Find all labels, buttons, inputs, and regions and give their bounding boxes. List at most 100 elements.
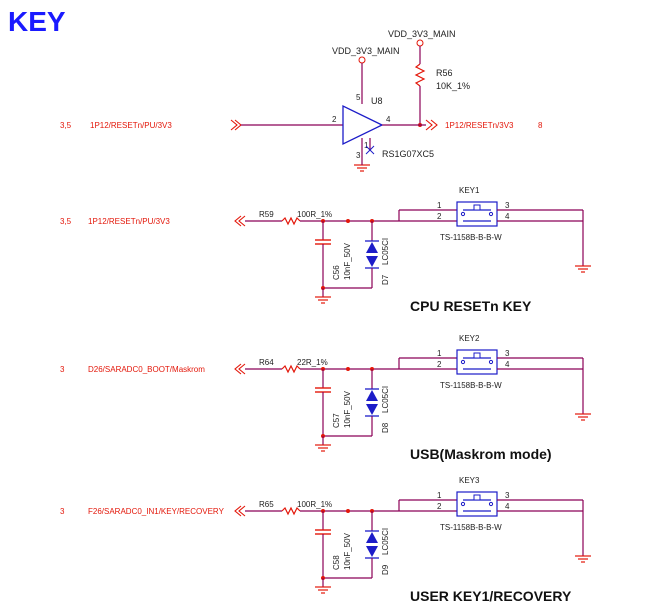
switch-terminal-2: [488, 359, 494, 365]
switch-pin-3: 3: [505, 491, 510, 500]
vdd-right-label: VDD_3V3_MAIN: [388, 29, 456, 39]
capacitor-ref: C57: [332, 413, 341, 428]
key-ref: KEY3: [459, 476, 480, 485]
net-label: 1P12/RESETn/PU/3V3: [88, 217, 170, 226]
resistor-ref: R59: [259, 210, 274, 219]
port-arrow: [234, 363, 242, 375]
port-arrow: [234, 505, 242, 517]
tvs-diode-upper: [366, 390, 378, 401]
pin-nc: 1: [364, 141, 369, 150]
switch-plunger: [473, 204, 481, 211]
resistor-value: 22R_1%: [297, 358, 328, 367]
resistor-value: 100R_1%: [297, 210, 332, 219]
r56-ref: R56: [436, 68, 453, 78]
tvs-diode-lower: [366, 256, 378, 267]
pin-vcc: 5: [356, 93, 361, 102]
section-caption: USB(Maskrom mode): [410, 446, 552, 462]
switch-plunger: [473, 494, 481, 501]
port-out-arrow: [425, 119, 433, 131]
switch-terminal-2: [488, 501, 494, 507]
capacitor-value: 10nF_50V: [343, 532, 352, 570]
switch-pin-1: 1: [437, 491, 442, 500]
sheet-ref: 3: [60, 507, 65, 516]
u8-part: RS1G07XC5: [382, 149, 434, 159]
capacitor-ref: C58: [332, 555, 341, 570]
vdd-left-label: VDD_3V3_MAIN: [332, 46, 400, 56]
switch-pin-1: 1: [437, 349, 442, 358]
switch-pin-3: 3: [505, 349, 510, 358]
r56-value: 10K_1%: [436, 81, 470, 91]
switch-pin-2: 2: [437, 502, 442, 511]
vdd-left-terminal: [358, 56, 366, 64]
net-label: F26/SARADC0_IN1/KEY/RECOVERY: [88, 507, 225, 516]
switch-terminal: [460, 501, 466, 507]
diode-ref: D7: [381, 274, 390, 285]
switch-terminal: [460, 211, 466, 217]
sheet-ref: 3: [60, 365, 65, 374]
switch-pin-2: 2: [437, 360, 442, 369]
diode-part: LC05CI: [381, 386, 390, 413]
junction-dot: [346, 509, 350, 513]
tvs-diode-upper: [366, 242, 378, 253]
series-resistor: [281, 506, 301, 516]
buffer-section: VDD_3V3_MAIN 5 VDD_3V3_MAIN R56 10K_1% 3…: [60, 29, 543, 172]
switch-terminal: [460, 359, 466, 365]
key-part: TS-1158B-B-B-W: [440, 233, 502, 242]
diode-ref: D9: [381, 564, 390, 575]
port-arrow: [234, 215, 242, 227]
diode-part: LC05CI: [381, 238, 390, 265]
port-in-arrow: [230, 119, 238, 131]
vdd-right-terminal: [416, 39, 424, 47]
key-ref: KEY2: [459, 334, 480, 343]
tvs-diode-lower: [366, 546, 378, 557]
junction-dot: [346, 367, 350, 371]
switch-pin-2: 2: [437, 212, 442, 221]
tvs-diode-upper: [366, 532, 378, 543]
port-arrow-2: [238, 215, 246, 227]
switch-plunger: [473, 352, 481, 359]
switch-pin-4: 4: [505, 502, 510, 511]
switch-terminal-2: [488, 211, 494, 217]
series-resistor: [281, 216, 301, 226]
resistor-ref: R64: [259, 358, 274, 367]
diode-part: LC05CI: [381, 528, 390, 555]
port-out-arrow-2: [430, 119, 438, 131]
buffer-u8: [342, 104, 384, 146]
section-caption: USER KEY1/RECOVERY: [410, 588, 572, 604]
key-part: TS-1158B-B-B-W: [440, 523, 502, 532]
net-label: D26/SARADC0_BOOT/Maskrom: [88, 365, 205, 374]
junction-dot: [346, 219, 350, 223]
pin-gnd: 3: [356, 151, 361, 160]
sheet-ref-in: 3,5: [60, 121, 72, 130]
port-in-arrow-2: [234, 119, 242, 131]
u8-ref: U8: [371, 96, 383, 106]
port-arrow-2: [238, 505, 246, 517]
capacitor-ref: C56: [332, 265, 341, 280]
switch-pin-1: 1: [437, 201, 442, 210]
port-arrow-2: [238, 363, 246, 375]
switch-pin-4: 4: [505, 360, 510, 369]
net-in-label: 1P12/RESETn/PU/3V3: [90, 121, 172, 130]
switch-pin-3: 3: [505, 201, 510, 210]
net-out-label: 1P12/RESETn/3V3: [445, 121, 514, 130]
capacitor-value: 10nF_50V: [343, 390, 352, 428]
nc-mark-2: [365, 145, 375, 155]
pin-in: 2: [332, 115, 337, 124]
switch-pin-4: 4: [505, 212, 510, 221]
diode-ref: D8: [381, 422, 390, 433]
sheet-ref-out: 8: [538, 121, 543, 130]
r56-resistor: [414, 63, 426, 87]
page-title: KEY: [8, 6, 66, 37]
pin-out: 4: [386, 115, 391, 124]
tvs-diode-lower: [366, 404, 378, 415]
capacitor-value: 10nF_50V: [343, 242, 352, 280]
key-part: TS-1158B-B-B-W: [440, 381, 502, 390]
section-caption: CPU RESETn KEY: [410, 298, 532, 314]
key-ref: KEY1: [459, 186, 480, 195]
resistor-value: 100R_1%: [297, 500, 332, 509]
